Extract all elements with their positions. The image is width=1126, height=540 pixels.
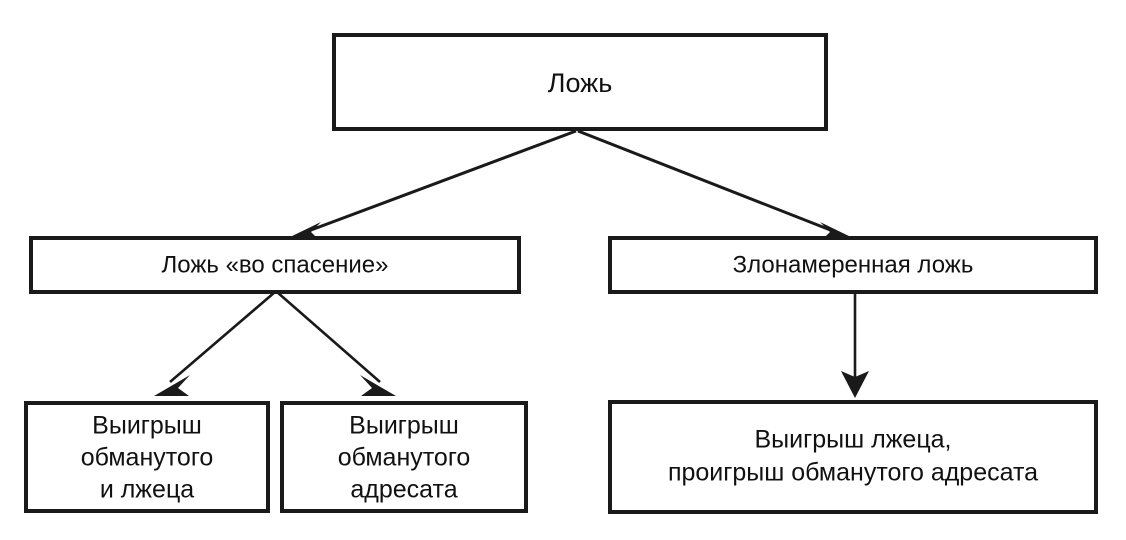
node-gain-addressee-label-line1: Выигрыш	[349, 412, 459, 440]
node-root-box[interactable]	[332, 33, 828, 131]
node-white-lie-label: Ложь «во спасение»	[162, 251, 389, 278]
edge-line-root-white-lie	[302, 129, 577, 235]
node-white-lie-box[interactable]	[29, 236, 521, 294]
edge-root-to-malicious-lie	[577, 129, 853, 241]
node-gain-both-label-line1: Выигрыш	[92, 412, 202, 440]
edge-line-white-lie-gain-addressee	[276, 291, 381, 383]
edge-root-to-white-lie	[288, 129, 577, 241]
node-root[interactable]: Ложь	[332, 33, 828, 131]
node-gain-liar[interactable]: Выигрыш лжеца, проигрыш обманутого адрес…	[608, 400, 1098, 514]
node-malicious-lie[interactable]: Злонамеренная ложь	[608, 236, 1098, 294]
node-gain-both-label-line3: и лжеца	[100, 476, 194, 504]
node-malicious-lie-label: Злонамеренная ложь	[733, 251, 974, 278]
node-malicious-lie-box[interactable]	[608, 236, 1098, 294]
arrow-head-white-lie-gain-both	[154, 375, 190, 396]
edge-malicious-lie-to-gain-liar	[841, 292, 869, 398]
node-gain-both[interactable]: Выигрыш обманутого и лжеца	[24, 401, 270, 513]
node-gain-liar-label-line1: Выигрыш лжеца,	[755, 426, 952, 454]
arrow-head-malicious-lie-gain-liar	[841, 371, 869, 398]
edge-line-root-malicious-lie	[577, 129, 839, 235]
node-gain-both-label-line2: обманутого	[81, 444, 214, 472]
edge-white-lie-to-gain-addressee	[276, 291, 396, 396]
node-root-label: Ложь	[548, 68, 613, 98]
edge-white-lie-to-gain-both	[154, 291, 276, 396]
node-white-lie[interactable]: Ложь «во спасение»	[29, 236, 521, 294]
node-gain-addressee[interactable]: Выигрыш обманутого адресата	[280, 401, 528, 513]
arrow-head-white-lie-gain-addressee	[360, 375, 396, 396]
node-gain-both-box[interactable]	[24, 401, 270, 513]
node-gain-addressee-label-line2: обманутого	[338, 444, 471, 472]
node-gain-addressee-box[interactable]	[280, 401, 528, 513]
node-gain-liar-label-line2: проигрыш обманутого адресата	[668, 459, 1038, 487]
node-gain-liar-box[interactable]	[608, 400, 1098, 514]
edge-line-white-lie-gain-both	[169, 291, 276, 383]
node-gain-addressee-label-line3: адресата	[350, 476, 457, 504]
